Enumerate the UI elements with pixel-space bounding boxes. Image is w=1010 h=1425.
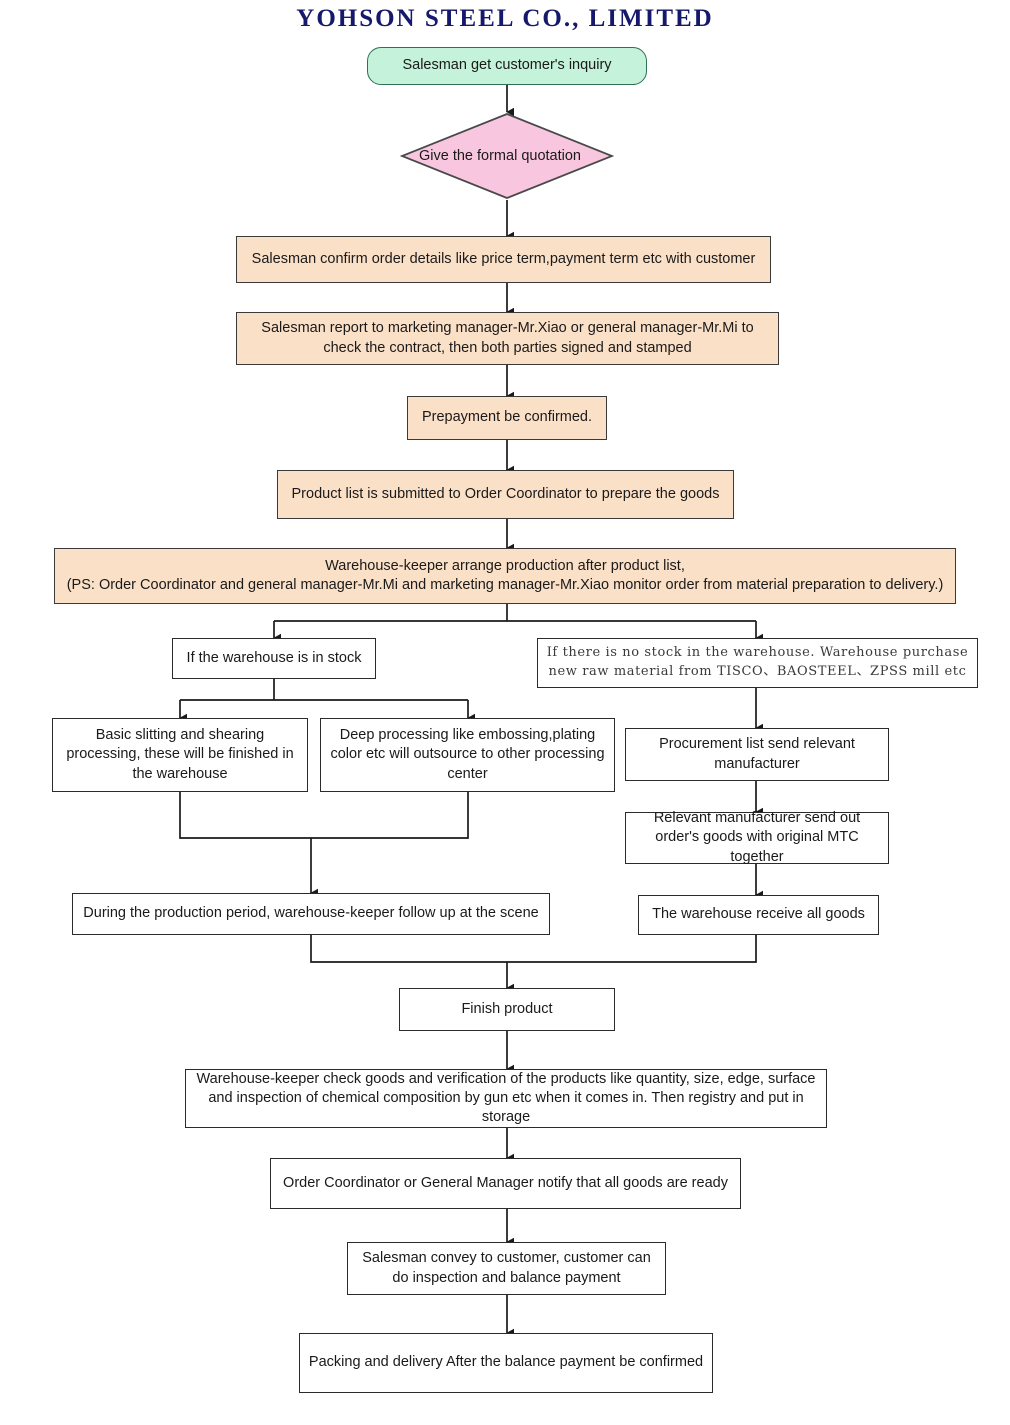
node-packing-delivery[interactable]: Packing and delivery After the balance p… <box>299 1333 713 1393</box>
node-quotation-label: Give the formal quotation <box>418 148 581 164</box>
node-production-followup[interactable]: During the production period, warehouse-… <box>72 893 550 935</box>
node-manufacturer-send[interactable]: Relevant manufacturer send out order's g… <box>625 810 889 865</box>
node-start[interactable]: Salesman get customer's inquiry <box>367 47 647 85</box>
node-product-list[interactable]: Product list is submitted to Order Coord… <box>277 470 734 519</box>
warehouse-arrange-line-2: (PS: Order Coordinator and general manag… <box>66 577 944 593</box>
node-deep-processing[interactable]: Deep processing like embossing,plating c… <box>320 718 615 792</box>
node-confirm-order[interactable]: Salesman confirm order details like pric… <box>236 236 771 283</box>
node-no-stock[interactable]: If there is no stock in the warehouse. W… <box>537 638 978 688</box>
node-warehouse-arrange[interactable]: Warehouse-keeper arrange production afte… <box>54 548 956 604</box>
node-procurement-list[interactable]: Procurement list send relevant manufactu… <box>625 728 889 781</box>
page-title: YOHSON STEEL CO., LIMITED <box>296 5 714 32</box>
node-convey-customer[interactable]: Salesman convey to customer, customer ca… <box>347 1242 666 1295</box>
node-quotation-decision[interactable]: Give the formal quotation <box>400 112 614 200</box>
node-warehouse-receive[interactable]: The warehouse receive all goods <box>638 895 879 935</box>
node-in-stock[interactable]: If the warehouse is in stock <box>172 638 376 679</box>
node-basic-slitting[interactable]: Basic slitting and shearing processing, … <box>52 718 308 792</box>
node-report-manager[interactable]: Salesman report to marketing manager-Mr.… <box>236 312 779 365</box>
node-prepayment[interactable]: Prepayment be confirmed. <box>407 396 607 440</box>
node-check-goods[interactable]: Warehouse-keeper check goods and verific… <box>185 1069 827 1128</box>
node-notify-ready[interactable]: Order Coordinator or General Manager not… <box>270 1158 741 1209</box>
warehouse-arrange-line-1: Warehouse-keeper arrange production afte… <box>325 557 685 574</box>
node-finish-product[interactable]: Finish product <box>399 988 615 1031</box>
